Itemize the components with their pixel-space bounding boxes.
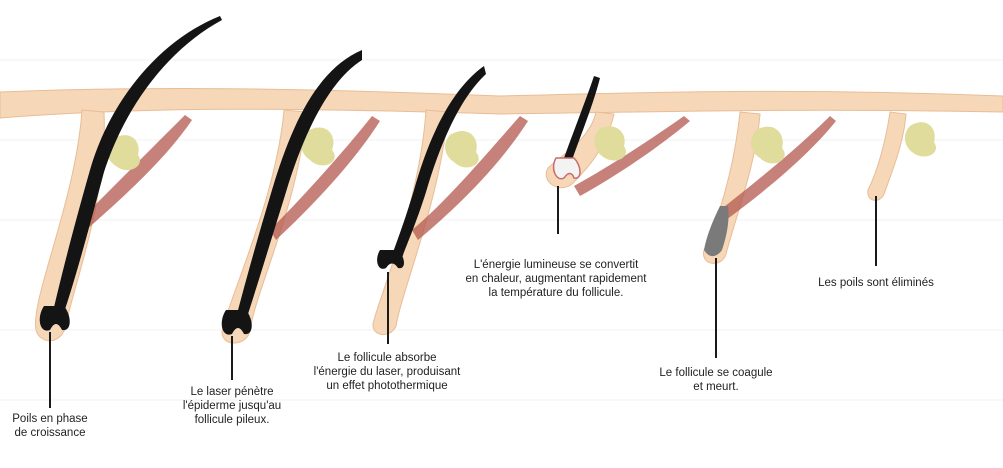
label-stage-4: L'énergie lumineuse se convertit en chal… (446, 258, 666, 300)
stage-6-sebaceous-gland (905, 122, 936, 156)
label-stage-5: Le follicule se coagule et meurt. (636, 366, 796, 394)
skin-surface (0, 89, 1003, 118)
label-stage-1: Poils en phase de croissance (0, 412, 100, 440)
stage-3-hair-bulb (377, 250, 404, 269)
stage-4-heated-bulb (554, 158, 580, 179)
stage-4-sebaceous-gland (595, 126, 626, 160)
stage-6-sheath (868, 112, 906, 200)
stage-6-follicle (868, 112, 936, 200)
label-stage-2: Le laser pénètre l'épiderme jusqu'au fol… (160, 385, 304, 427)
stage-5-follicle (704, 112, 836, 263)
label-stage-6: Les poils sont éliminés (796, 276, 956, 290)
stage-1-follicle (35, 16, 222, 341)
stage-5-sebaceous-gland (751, 127, 785, 164)
stage-3-sebaceous-gland (445, 131, 479, 167)
label-stage-3: Le follicule absorbe l'énergie du laser,… (292, 351, 482, 393)
